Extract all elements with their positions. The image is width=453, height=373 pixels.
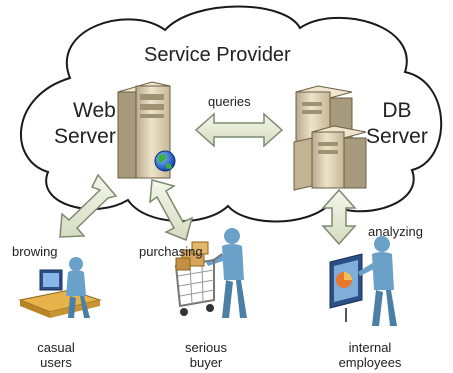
purchasing-label: purchasing [139, 244, 203, 259]
globe-icon [154, 150, 176, 172]
queries-arrow [194, 112, 284, 148]
db-server-label: DB Server [366, 99, 428, 148]
cloud-title: Service Provider [144, 44, 291, 66]
purchasing-arrow [149, 179, 194, 242]
casual-users-caption: casual users [37, 340, 75, 370]
web-server-label: Web Server [54, 99, 116, 148]
analyzing-label: analyzing [368, 224, 423, 239]
serious-buyer-icon [174, 228, 247, 318]
queries-label: queries [208, 94, 251, 109]
serious-buyer-caption: serious buyer [185, 340, 227, 370]
browsing-label: browing [12, 244, 58, 259]
browsing-arrow [59, 173, 118, 238]
analyzing-arrow [321, 188, 357, 246]
internal-employee-icon [329, 236, 397, 326]
internal-employees-caption: internal employees [338, 340, 402, 370]
web-server-icon [117, 81, 171, 179]
casual-user-icon [18, 257, 102, 318]
db-server-icon [293, 85, 367, 191]
